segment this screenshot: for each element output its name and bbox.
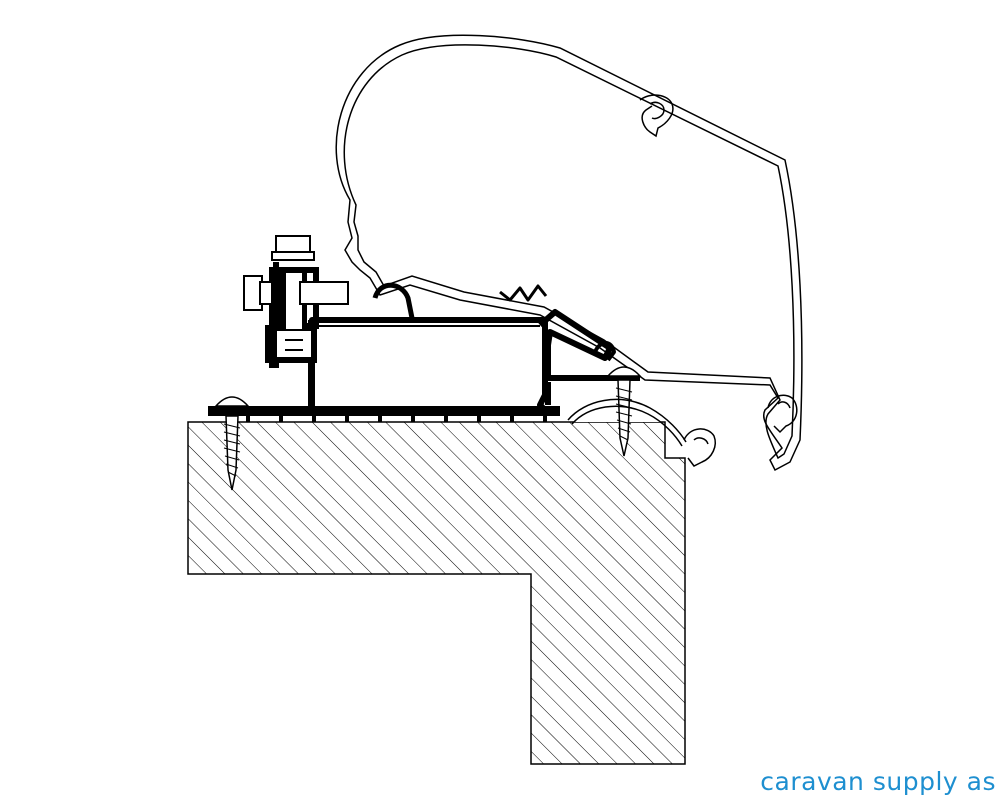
adapter-profile (309, 282, 640, 413)
keder-clips (567, 398, 716, 467)
nut (275, 329, 313, 361)
bolt-washer (271, 251, 315, 261)
mounting-rail (208, 320, 560, 422)
awning-cassette (335, 34, 803, 472)
screw-left (214, 396, 250, 491)
watermark-caravan-supply: caravan supply as (760, 767, 996, 796)
roof-wall-section (187, 408, 686, 765)
bolt-assembly (243, 235, 349, 368)
